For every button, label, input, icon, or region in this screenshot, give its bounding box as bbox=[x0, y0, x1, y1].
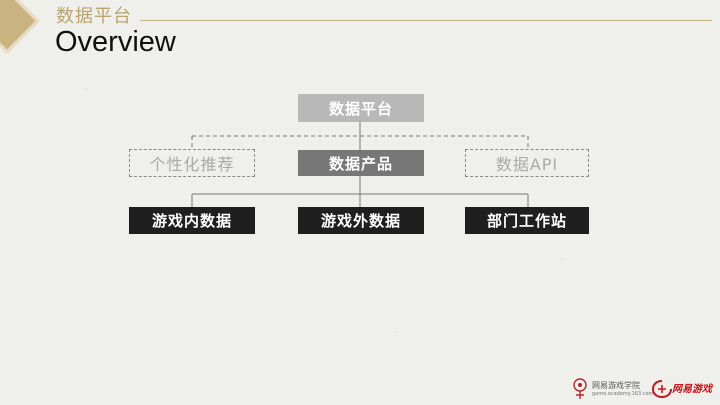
node-leaf-1: 游戏内数据 bbox=[129, 207, 255, 234]
academy-logo: 网易游戏学院 game.academy.163.com bbox=[571, 378, 653, 400]
section-title: 数据平台 bbox=[56, 6, 132, 27]
node-leaf-2: 游戏外数据 bbox=[298, 207, 424, 234]
node-leaf-3: 部门工作站 bbox=[465, 207, 589, 234]
node-aux-right: 数据API bbox=[465, 149, 589, 177]
netease-games-logo: 网易游戏 bbox=[652, 380, 712, 398]
node-root: 数据平台 bbox=[298, 94, 424, 122]
node-aux-left: 个性化推荐 bbox=[129, 149, 255, 177]
academy-url: game.academy.163.com bbox=[592, 390, 654, 397]
header-divider bbox=[140, 20, 712, 21]
netease-games-name: 网易游戏 bbox=[672, 383, 712, 395]
node-middle: 数据产品 bbox=[298, 150, 424, 176]
academy-name: 网易游戏学院 bbox=[592, 380, 640, 390]
academy-emblem-icon bbox=[573, 378, 587, 399]
page-title: Overview bbox=[55, 26, 176, 58]
netease-games-emblem-icon bbox=[652, 380, 672, 398]
